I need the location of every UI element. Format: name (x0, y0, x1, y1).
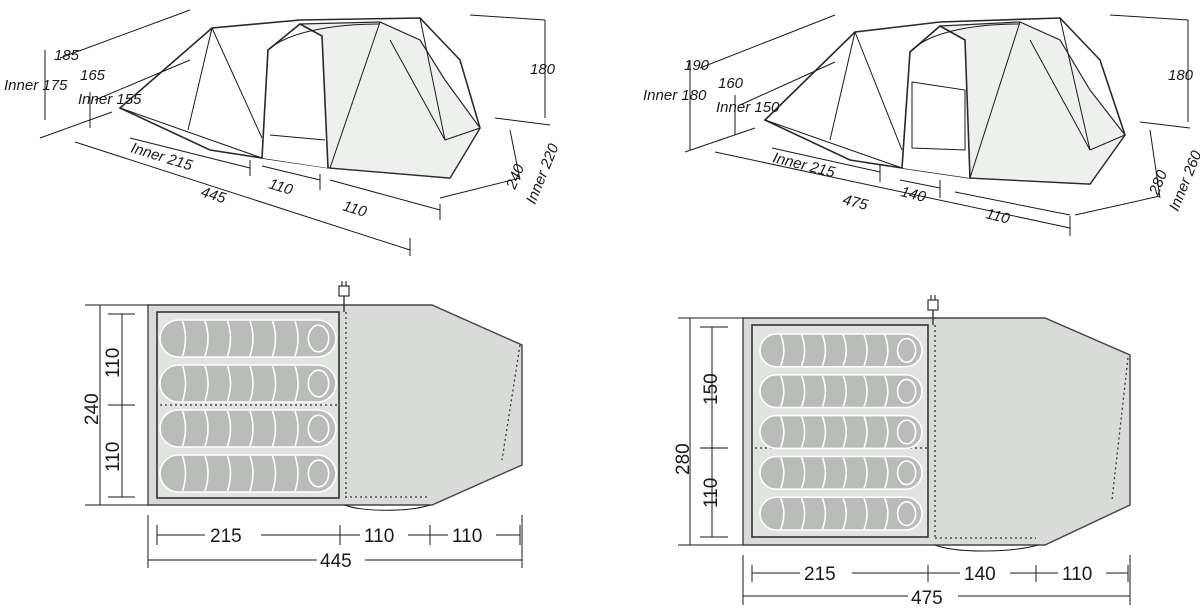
right-seg1: 140 (899, 183, 928, 206)
sleeping-bag (159, 364, 337, 403)
right-length-total: 475 (841, 191, 870, 214)
sleeping-bag (759, 455, 923, 490)
right-fp-width-total: 280 (673, 443, 694, 475)
sleeping-bag (759, 496, 923, 531)
right-fp-bottom-section: 110 (701, 478, 722, 508)
right-right-height: 180 (1168, 67, 1194, 84)
right-vestibule-height: 160 (718, 75, 744, 92)
left-seg2: 110 (341, 198, 369, 221)
right-tent-side-view: 190 Inner 180 160 Inner 150 180 Inner 21… (643, 14, 1200, 236)
left-sleeping-bags (159, 319, 337, 493)
right-fp-seg-end: 110 (1062, 564, 1092, 585)
left-fp-length-total: 445 (320, 551, 352, 572)
right-tent-floor-plan: 280 150 110 215 140 110 475 (673, 295, 1131, 609)
left-right-height: 180 (530, 61, 556, 78)
left-length-total: 445 (199, 184, 229, 208)
right-seg2: 110 (984, 205, 1012, 227)
right-width-inner: Inner 260 (1166, 148, 1200, 214)
left-fp-seg-mid: 110 (364, 526, 394, 547)
right-fp-seg-inner: 215 (804, 564, 836, 585)
sleeping-bag (759, 333, 923, 368)
left-seg1: 110 (267, 176, 295, 199)
left-fp-width-total: 240 (82, 393, 103, 425)
sleeping-bag (159, 454, 337, 493)
left-fp-half-top: 110 (103, 348, 124, 378)
right-fp-seg-mid: 140 (964, 564, 996, 585)
sleeping-bag (759, 374, 923, 409)
right-sleeping-bags (759, 333, 923, 531)
right-vestibule-height-inner: Inner 150 (716, 99, 780, 116)
left-fp-half-bottom: 110 (103, 442, 124, 472)
left-height-outer: 185 (54, 47, 80, 64)
left-vestibule-height: 165 (80, 67, 106, 84)
right-fp-top-section: 150 (701, 373, 722, 405)
left-tent-side-view: 185 Inner 175 165 Inner 155 180 Inner 21… (4, 9, 563, 256)
left-inner-length: Inner 215 (129, 140, 195, 175)
sleeping-bag (759, 414, 923, 450)
left-width-inner: Inner 220 (523, 141, 563, 207)
right-fp-length-total: 475 (911, 588, 943, 609)
right-width-outer: 280 (1146, 167, 1172, 198)
left-fp-seg-inner: 215 (210, 526, 242, 547)
power-plug-icon (927, 295, 939, 325)
sleeping-bag (159, 319, 337, 358)
left-vestibule-height-inner: Inner 155 (78, 91, 142, 108)
sleeping-bag (159, 409, 337, 448)
left-height-inner: Inner 175 (4, 77, 68, 94)
right-inner-length: Inner 215 (771, 149, 837, 181)
left-fp-seg-end: 110 (452, 526, 482, 547)
power-plug-icon (338, 281, 350, 312)
right-height-inner: Inner 180 (643, 87, 707, 104)
right-height-outer: 190 (684, 57, 710, 74)
left-width-outer: 240 (503, 161, 529, 192)
left-tent-floor-plan: 240 110 110 215 110 110 445 (82, 281, 523, 572)
